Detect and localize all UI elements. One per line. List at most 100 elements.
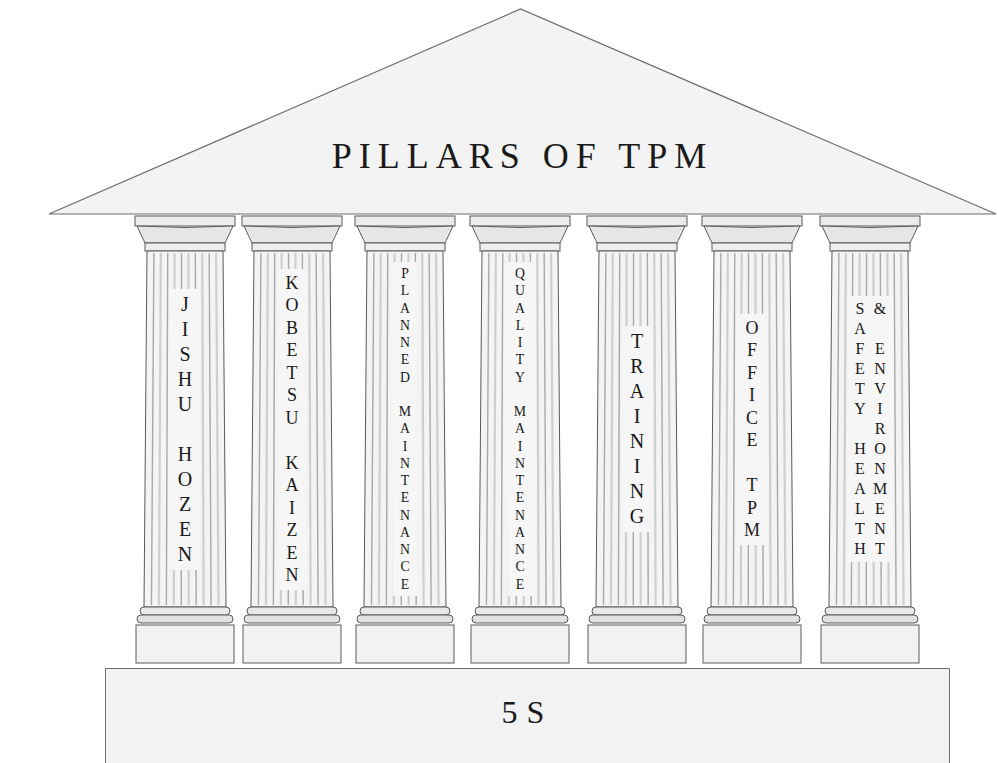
letter: A (398, 524, 412, 541)
letter: A (513, 420, 527, 437)
pillar-label: QUALITY MAINTENANCE (508, 262, 532, 596)
letter: E (852, 459, 868, 479)
letter: I (627, 404, 647, 429)
letter: S (283, 384, 301, 407)
letter: L (852, 499, 868, 519)
letter: A (852, 479, 868, 499)
letter: Y (852, 399, 868, 419)
flute-line (159, 253, 161, 605)
letter: Q (513, 265, 527, 282)
letter-column: JISHU HOZEN (175, 292, 195, 567)
foundation-label: 5S (502, 694, 554, 731)
column-plinth (588, 625, 686, 663)
column-torus (475, 607, 565, 615)
word-gap (283, 429, 301, 452)
base-platform (106, 669, 950, 763)
pillar-text-area: OFFICE TPM (700, 259, 804, 599)
column-torus (589, 615, 685, 623)
pillar-node: OFFICE TPM (700, 215, 804, 665)
column-flutes (836, 253, 903, 605)
capital-neck (365, 243, 445, 251)
pillar-label: TRAINING (622, 326, 652, 532)
letter: M (872, 479, 888, 499)
letter: P (743, 497, 761, 520)
letter: N (398, 317, 412, 334)
column-plinth (821, 625, 919, 663)
column-shaft (596, 251, 678, 607)
letter: A (513, 300, 527, 317)
letter: N (513, 507, 527, 524)
letter: N (627, 479, 647, 504)
capital-neck (597, 243, 677, 251)
word-gap (398, 386, 412, 403)
capital-abacus (135, 216, 235, 226)
column-torus (822, 615, 918, 623)
letter: B (283, 317, 301, 340)
letter: O (743, 317, 761, 340)
letter: N (398, 507, 412, 524)
column-torus (360, 607, 450, 615)
pillar-text-area: JISHU HOZEN (133, 259, 237, 599)
roof-triangle (49, 9, 996, 214)
capital-neck (480, 243, 560, 251)
column-torus (244, 615, 340, 623)
letter: S (175, 342, 195, 367)
column-shaft (711, 251, 793, 607)
flute-line (661, 253, 663, 605)
letter: F (743, 362, 761, 385)
letter: D (398, 369, 412, 386)
column-flutes (718, 253, 785, 605)
column-plinth (356, 625, 454, 663)
pillar-label: OFFICE TPM (738, 314, 766, 545)
pillar-text-area: QUALITY MAINTENANCE (468, 259, 572, 599)
column-flutes (603, 253, 670, 605)
pillar-label: JISHU HOZEN (170, 289, 200, 570)
letter-column: & ENVIRONMENT (872, 299, 888, 559)
letter: T (513, 351, 527, 368)
pillar-label: PLANNED MAINTENANCE (393, 262, 417, 596)
flute-line (266, 253, 268, 605)
flute-line (544, 253, 546, 605)
column-plinth (136, 625, 234, 663)
letter: A (283, 474, 301, 497)
flute-line (733, 253, 734, 605)
column-shaft (829, 251, 911, 607)
pillar-node: JISHU HOZEN (133, 215, 237, 665)
flute-line (726, 253, 728, 605)
letter: I (513, 334, 527, 351)
column-shaft (479, 251, 561, 607)
column-torus (247, 607, 337, 615)
pillar-node: KOBETSU KAIZEN (240, 215, 344, 665)
pillar-text-area: TRAINING (585, 259, 689, 599)
letter: T (283, 362, 301, 385)
flute-line (166, 253, 167, 605)
column-flutes (371, 253, 438, 605)
flute-line (436, 253, 438, 605)
letter: E (743, 429, 761, 452)
word-gap (852, 419, 868, 439)
flute-line (316, 253, 318, 605)
column-plinth (703, 625, 801, 663)
letter: S (852, 299, 868, 319)
pillar-text-area: PLANNED MAINTENANCE (353, 259, 457, 599)
flute-line (258, 253, 260, 605)
letter: U (283, 407, 301, 430)
letter: T (743, 474, 761, 497)
column-torus (357, 615, 453, 623)
flute-line (386, 253, 387, 605)
letter: E (398, 576, 412, 593)
pillar-text-area: SAFETY HEALTH & ENVIRONMENT (818, 259, 922, 599)
pillar-label: SAFETY HEALTH & ENVIRONMENT (847, 296, 893, 562)
base-text-area: 5S (105, 668, 950, 763)
letter: N (175, 542, 195, 567)
letter: I (627, 454, 647, 479)
letter: I (283, 497, 301, 520)
capital-neck (145, 243, 225, 251)
flute-line (379, 253, 381, 605)
letter: N (398, 334, 412, 351)
letter: N (513, 455, 527, 472)
letter: K (283, 272, 301, 295)
letter: N (872, 359, 888, 379)
pillar-node: TRAINING (585, 215, 689, 665)
letter: E (283, 339, 301, 362)
